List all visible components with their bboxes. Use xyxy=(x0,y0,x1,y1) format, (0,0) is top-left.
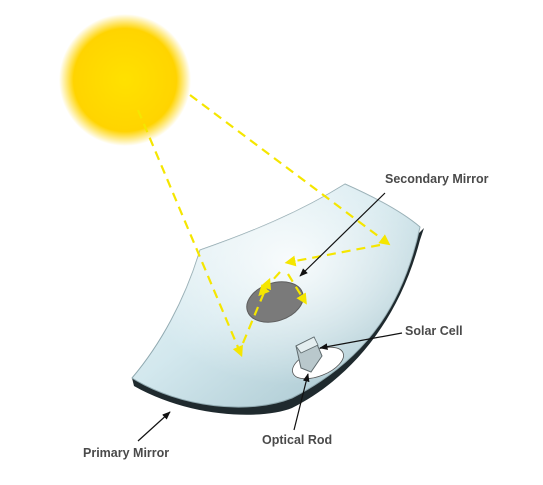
solar-cell-label: Solar Cell xyxy=(405,324,463,338)
reflected-ray-lower xyxy=(241,277,271,344)
secondary-mirror-label: Secondary Mirror xyxy=(385,172,489,186)
primary-mirror-pointer xyxy=(137,411,171,442)
secondary-mirror-pointer xyxy=(299,192,386,277)
solar-cell-pointer xyxy=(319,332,403,350)
sun xyxy=(59,14,191,146)
reflected-ray-upper xyxy=(284,243,381,267)
optical-rod-label: Optical Rod xyxy=(262,433,333,447)
incoming-ray-right xyxy=(189,94,391,246)
incoming-ray-left xyxy=(136,109,243,358)
focused-ray-right xyxy=(287,273,307,305)
solar-cell xyxy=(295,336,323,373)
optical-rod-pointer xyxy=(293,373,310,431)
light-rays xyxy=(136,94,391,358)
label-pointers xyxy=(137,192,403,442)
focused-ray-left xyxy=(258,271,281,297)
primary-mirror-label: Primary Mirror xyxy=(83,446,170,460)
